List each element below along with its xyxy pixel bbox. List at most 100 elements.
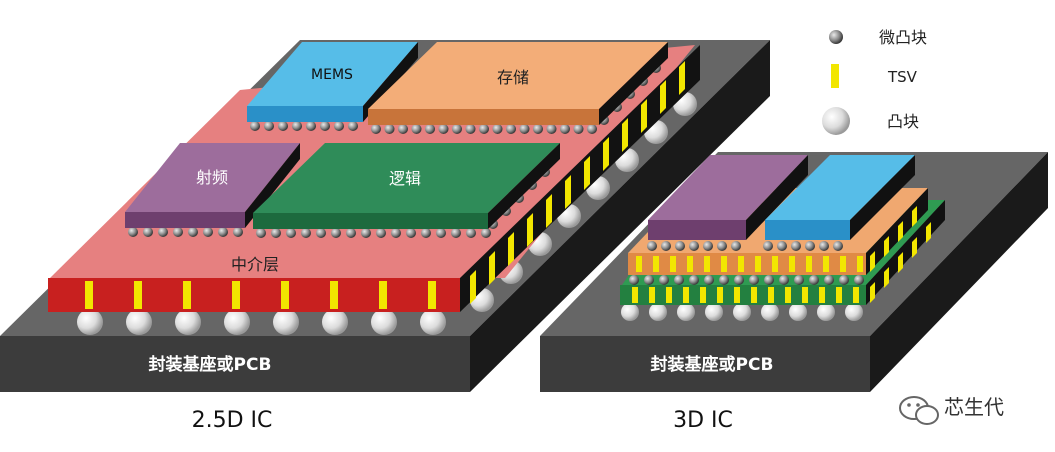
bump-ball — [761, 303, 779, 321]
bump-ball — [126, 309, 152, 335]
microbump — [854, 275, 864, 285]
bump-ball — [733, 303, 751, 321]
bump-ball — [677, 303, 695, 321]
bump-ball — [77, 309, 103, 335]
microbump — [647, 241, 657, 251]
microbump — [371, 124, 381, 134]
legend-bump-label: 凸块 — [887, 112, 919, 131]
interposer-label: 中介层 — [231, 255, 279, 274]
chip-rf-label: 射频 — [196, 168, 228, 187]
bump-ball — [273, 309, 299, 335]
tsv-bar — [836, 287, 842, 303]
bump-ball — [705, 303, 723, 321]
microbump — [734, 275, 744, 285]
substrate-label-2-5d: 封装基座或PCB — [149, 354, 272, 375]
tsv-bar — [527, 213, 533, 247]
microbump — [256, 228, 266, 238]
bump-ball — [224, 309, 250, 335]
tsv-bar — [653, 256, 659, 272]
microbump — [143, 227, 153, 237]
tsv-bar — [806, 256, 812, 272]
tsv-bar — [755, 256, 761, 272]
chip-memory-label: 存储 — [497, 68, 529, 87]
microbump — [391, 228, 401, 238]
tsv-bar — [704, 256, 710, 272]
microbump — [128, 227, 138, 237]
chip-logic-label: 逻辑 — [389, 169, 421, 188]
microbump — [320, 121, 330, 131]
microbump — [587, 124, 597, 134]
tsv-bar — [785, 287, 791, 303]
microbump — [301, 228, 311, 238]
legend-microbump-icon — [829, 30, 843, 44]
microbump — [452, 124, 462, 134]
chip-mems-label: MEMS — [311, 67, 353, 83]
tsv-bar — [546, 194, 552, 228]
tsv-bar — [721, 256, 727, 272]
microbump — [839, 275, 849, 285]
legend-microbump-label: 微凸块 — [879, 28, 927, 47]
watermark: 芯生代 — [900, 395, 1004, 424]
microbump — [436, 228, 446, 238]
tsv-bar — [85, 281, 93, 309]
bump-ball — [621, 303, 639, 321]
microbump — [479, 124, 489, 134]
microbump — [833, 241, 843, 251]
microbump — [173, 227, 183, 237]
microbump — [805, 241, 815, 251]
tsv-bar — [819, 287, 825, 303]
tsv-bar — [508, 232, 514, 266]
microbump — [506, 124, 516, 134]
tsv-bar — [789, 256, 795, 272]
microbump — [466, 228, 476, 238]
bump-ball — [789, 303, 807, 321]
microbump — [777, 241, 787, 251]
microbump — [425, 124, 435, 134]
bump-ball — [649, 303, 667, 321]
microbump — [493, 124, 503, 134]
tsv-bar — [470, 270, 476, 304]
tsv-bar — [636, 256, 642, 272]
microbump — [271, 228, 281, 238]
microbump — [749, 275, 759, 285]
microbump — [334, 121, 344, 131]
tsv-bar — [679, 61, 685, 95]
microbump — [412, 124, 422, 134]
tsv-bar — [700, 287, 706, 303]
microbump — [661, 241, 671, 251]
tsv-bar — [649, 287, 655, 303]
microbump — [421, 228, 431, 238]
microbump — [717, 241, 727, 251]
microbump — [809, 275, 819, 285]
microbump — [674, 275, 684, 285]
bump-ball — [322, 309, 348, 335]
microbump — [406, 228, 416, 238]
tsv-bar — [603, 137, 609, 171]
microbump — [286, 228, 296, 238]
tsv-bar — [565, 175, 571, 209]
microbump — [703, 241, 713, 251]
bump-ball — [845, 303, 863, 321]
microbump — [675, 241, 685, 251]
bump-ball — [371, 309, 397, 335]
tsv-bar — [632, 287, 638, 303]
tsv-bar — [666, 287, 672, 303]
microbump — [158, 227, 168, 237]
tsv-bar — [134, 281, 142, 309]
watermark-text: 芯生代 — [944, 395, 1004, 419]
tsv-bar — [683, 287, 689, 303]
tsv-bar — [670, 256, 676, 272]
microbump — [233, 227, 243, 237]
substrate-label-3d: 封装基座或PCB — [651, 354, 774, 375]
bump-ball — [420, 309, 446, 335]
microbump — [188, 227, 198, 237]
microbump — [348, 121, 358, 131]
microbump — [250, 121, 260, 131]
tsv-bar — [489, 251, 495, 285]
tsv-bar — [751, 287, 757, 303]
tsv-bar — [717, 287, 723, 303]
tsv-bar — [622, 118, 628, 152]
tsv-bar — [768, 287, 774, 303]
tsv-bar — [802, 287, 808, 303]
